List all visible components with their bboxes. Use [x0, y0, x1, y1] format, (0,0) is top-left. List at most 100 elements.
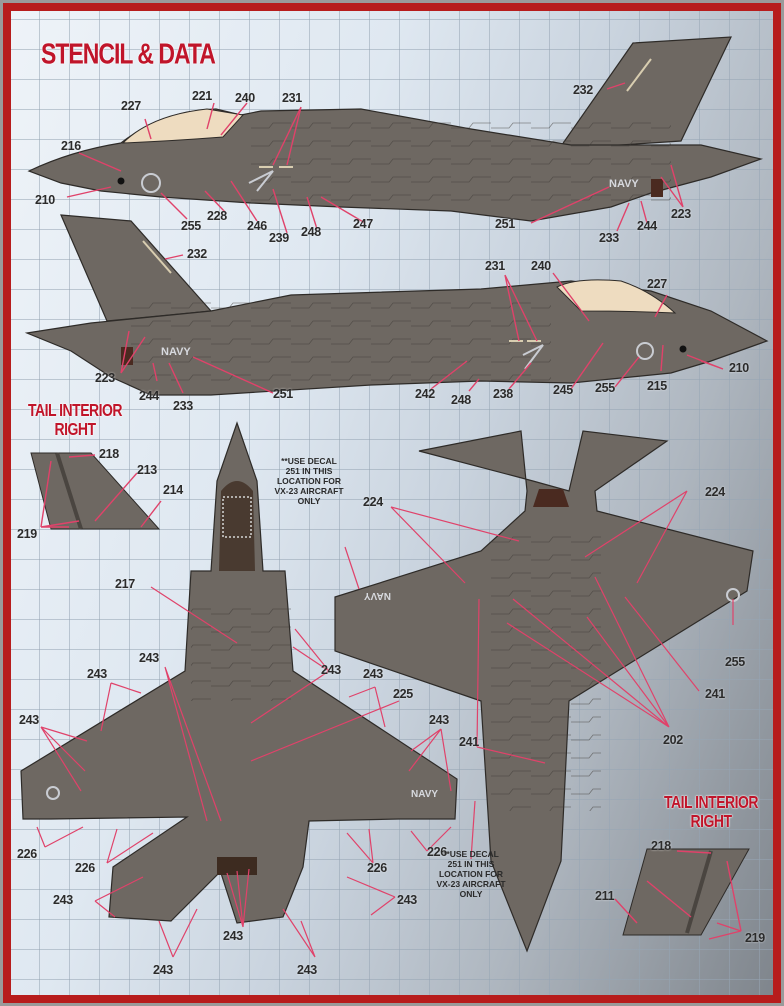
callout-label: 233: [599, 231, 619, 245]
side-profile-right-view: NAVY: [24, 214, 769, 396]
callout-label: 231: [282, 91, 302, 105]
tail-interior-left-title: TAIL INTERIOR RIGHT: [21, 399, 129, 439]
vx23-note-bottom: **USE DECAL 251 IN THIS LOCATION FOR VX-…: [421, 849, 521, 899]
page-title: STENCIL & DATA: [41, 37, 216, 70]
callout-label: 243: [153, 963, 173, 977]
tail-title-line1: TAIL INTERIOR: [663, 791, 759, 812]
callout-label: 243: [429, 713, 449, 727]
callout-label: 243: [223, 929, 243, 943]
callout-label: 246: [247, 219, 267, 233]
side-profile-left-view: NAVY: [27, 36, 764, 234]
leader-lines: [120, 254, 724, 394]
callout-label: 242: [415, 387, 435, 401]
callout-label: 243: [321, 663, 341, 677]
callout-label: 243: [297, 963, 317, 977]
callout-label: 255: [595, 381, 615, 395]
note-line: LOCATION FOR: [438, 869, 504, 879]
roundel: [141, 173, 161, 193]
note-line: VX-23 AIRCRAFT: [274, 486, 344, 496]
callout-label: 248: [301, 225, 321, 239]
note-line: 251 IN THIS: [447, 859, 495, 869]
navy-marking: NAVY: [609, 178, 639, 190]
note-line: **USE DECAL: [281, 456, 337, 466]
note-line: **USE DECAL: [443, 849, 499, 859]
callout-label: 245: [553, 383, 573, 397]
navy-marking: NAVY: [161, 346, 191, 358]
callout-label: 219: [745, 931, 765, 945]
callout-label: 239: [269, 231, 289, 245]
callout-label: 214: [163, 483, 183, 497]
note-line: LOCATION FOR: [276, 476, 342, 486]
note-line: 251 IN THIS: [285, 466, 333, 476]
leader-lines: [66, 82, 684, 234]
callout-label: 232: [187, 247, 207, 261]
callout-label: 240: [235, 91, 255, 105]
note-line: ONLY: [459, 889, 483, 899]
tail-interior-right-title: TAIL INTERIOR RIGHT: [657, 791, 765, 831]
callout-label: 224: [363, 495, 383, 509]
navy-marking: NAVY: [364, 590, 391, 601]
callout-label: 221: [192, 89, 212, 103]
callout-label: 202: [663, 733, 683, 747]
decal-sheet: NAVY NAVY: [3, 3, 781, 1003]
navy-marking: NAVY: [411, 789, 438, 800]
callout-label: 211: [595, 889, 615, 903]
callout-label: 217: [115, 577, 135, 591]
callout-label: 251: [495, 217, 515, 231]
aircraft-artwork: NAVY NAVY: [20, 36, 769, 958]
callout-label: 240: [531, 259, 551, 273]
callout-label: 218: [651, 839, 671, 853]
callout-label: 233: [173, 399, 193, 413]
callout-label: 255: [181, 219, 201, 233]
callout-label: 218: [99, 447, 119, 461]
callout-label: 238: [493, 387, 513, 401]
callout-label: 227: [647, 277, 667, 291]
callout-label: 241: [705, 687, 725, 701]
vx23-note-top: **USE DECAL 251 IN THIS LOCATION FOR VX-…: [259, 456, 359, 506]
callout-label: 226: [427, 845, 447, 859]
callout-label: 243: [397, 893, 417, 907]
callout-label: 231: [485, 259, 505, 273]
tail-title-line1: TAIL INTERIOR: [27, 399, 123, 420]
callout-label: 228: [207, 209, 227, 223]
tail-interior-right-diagram: [614, 848, 750, 940]
note-line: ONLY: [297, 496, 321, 506]
callout-label: 243: [363, 667, 383, 681]
underside-planform-view: NAVY: [334, 430, 754, 953]
callout-label: 247: [353, 217, 373, 231]
callout-label: 243: [139, 651, 159, 665]
top-planform-view: NAVY: [20, 421, 458, 958]
instruction-panel: NAVY NAVY: [11, 11, 773, 995]
callout-label: 223: [95, 371, 115, 385]
canopy: [556, 279, 677, 314]
callout-label: 216: [61, 139, 81, 153]
callout-label: 226: [75, 861, 95, 875]
callout-label: 251: [273, 387, 293, 401]
tail-interior-left-diagram: [30, 452, 162, 530]
canopy: [121, 108, 244, 144]
callout-label: 213: [137, 463, 157, 477]
tail-title-line2: RIGHT: [690, 810, 732, 831]
sensor-window: [117, 177, 125, 185]
callout-label: 248: [451, 393, 471, 407]
callout-label: 210: [35, 193, 55, 207]
callout-label: 232: [573, 83, 593, 97]
callout-label: 210: [729, 361, 749, 375]
callout-label: 225: [393, 687, 413, 701]
callout-label: 244: [637, 219, 657, 233]
callout-label: 243: [53, 893, 73, 907]
tail-title-line2: RIGHT: [54, 418, 96, 439]
callout-label: 226: [367, 861, 387, 875]
callout-label: 243: [19, 713, 39, 727]
callout-label: 224: [705, 485, 725, 499]
callout-label: 241: [459, 735, 479, 749]
callout-label: 244: [139, 389, 159, 403]
callout-label: 227: [121, 99, 141, 113]
callout-label: 219: [17, 527, 37, 541]
callout-label: 215: [647, 379, 667, 393]
note-line: VX-23 AIRCRAFT: [436, 879, 506, 889]
callout-label: 226: [17, 847, 37, 861]
callout-label: 243: [87, 667, 107, 681]
callout-label: 255: [725, 655, 745, 669]
callout-label: 223: [671, 207, 691, 221]
